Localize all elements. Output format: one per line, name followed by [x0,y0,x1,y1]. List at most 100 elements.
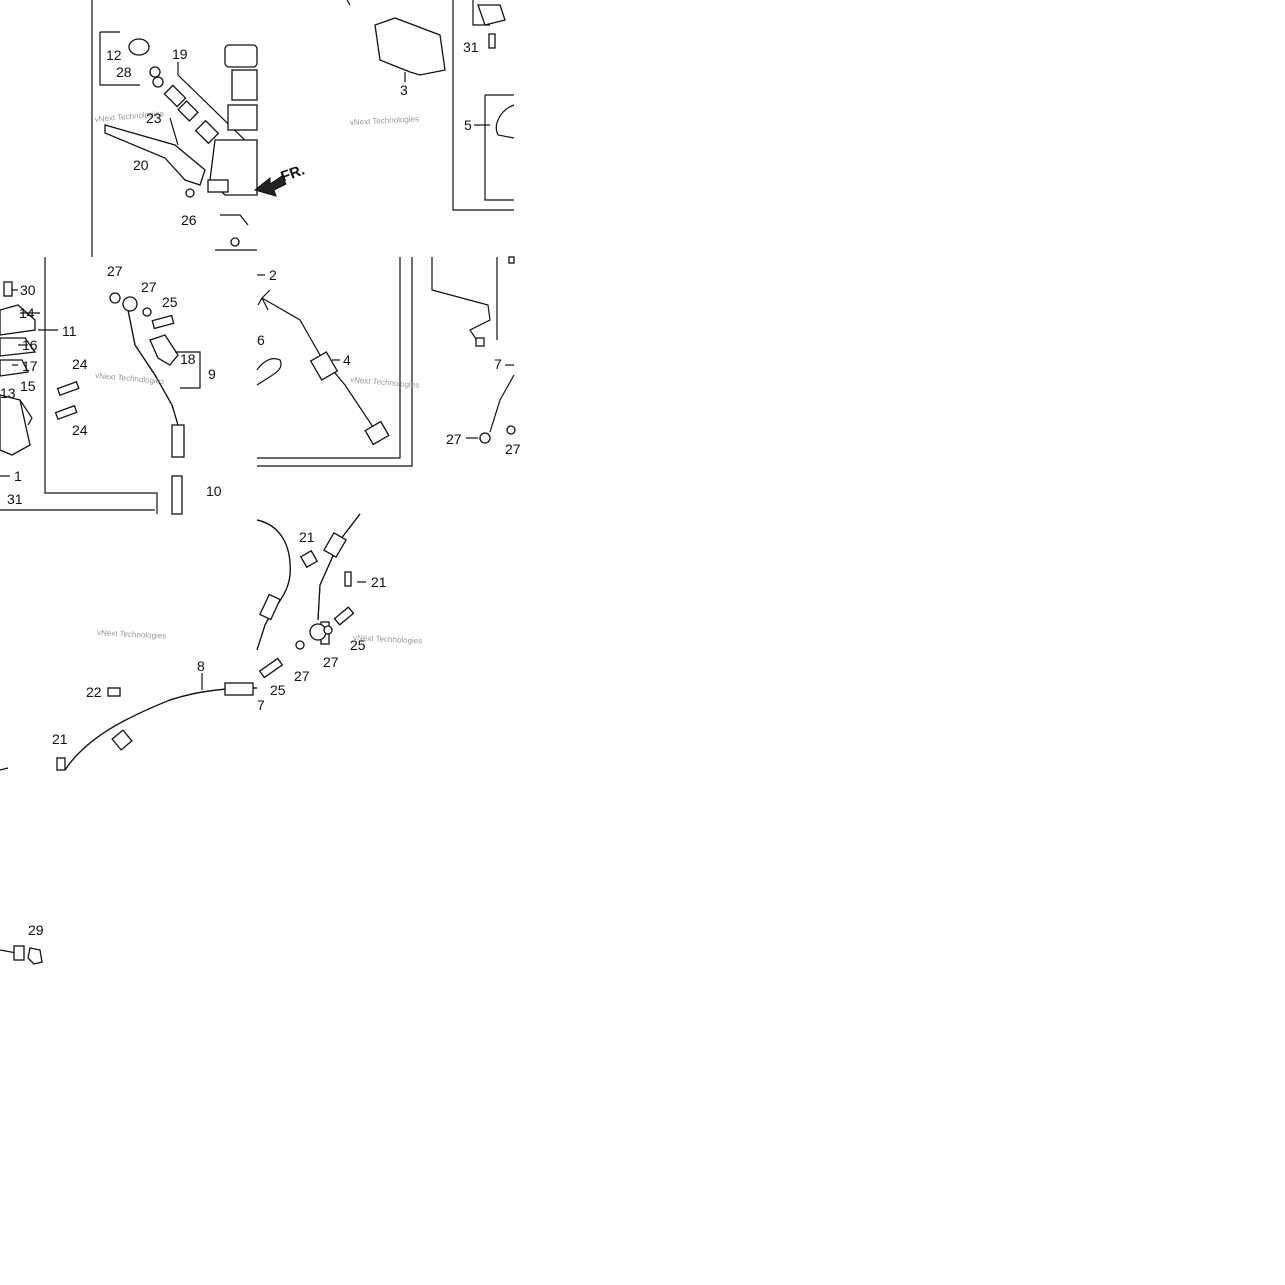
callout-1: 1 [14,468,22,484]
callout-8: 8 [197,658,205,674]
callout-4: 4 [343,352,351,368]
callout-labels: 12 28 19 23 20 26 3 31 5 27 27 25 18 9 3… [0,39,521,938]
direction-label: FR. [279,162,308,186]
brake-pad [0,337,37,357]
callout-15: 15 [20,378,36,394]
bolt-21c [344,571,352,587]
tile-switch [256,256,516,467]
switch-boot [309,351,339,381]
pipe-nut [475,337,485,347]
cup [177,100,199,122]
washer-lower [142,307,152,317]
reservoir-cap [224,44,258,68]
callout-19: 19 [172,46,188,62]
callout-27-d: 27 [505,441,521,457]
callout-5: 5 [464,117,472,133]
reservoir-body [231,69,258,101]
hose-eyelet [122,296,138,312]
bolt-21b [299,549,319,569]
caliper-bolt-2 [54,404,78,421]
bracket [477,4,506,26]
watermark-6: vNext Technologies [353,633,423,646]
callout-25-c: 25 [270,682,286,698]
callout-10: 10 [206,483,222,499]
diaphragm [227,104,258,131]
tile-lower-hose [0,673,258,771]
brake-pipe-fitting [171,475,183,515]
hose-joint-1 [111,729,133,751]
callout-18: 18 [180,351,196,367]
stop-switch [364,420,390,446]
callout-27-c: 27 [446,431,462,447]
pad-shim [0,359,29,377]
hose-eyelet-2 [309,623,327,641]
callout-25-b: 25 [350,637,366,653]
washer-27d [323,625,333,635]
caliper-body [0,394,31,456]
callout-29: 29 [28,922,44,938]
tile-caliper [0,257,201,515]
clip [107,687,121,697]
callout-31-top: 31 [463,39,479,55]
small-bolt [230,237,240,247]
clamp-29 [27,947,43,965]
callout-21-c: 21 [371,574,387,590]
callout-9: 9 [208,366,216,382]
tile-reservoir [346,0,515,211]
callout-27-e: 27 [294,668,310,684]
callout-27-a: 27 [107,263,123,279]
callout-30: 30 [20,282,36,298]
oil-bolt-3 [258,657,284,679]
tile-hoses [256,513,366,679]
caliper-bolt-1 [56,380,80,397]
callout-21-a: 21 [52,731,68,747]
piston [163,84,187,108]
callout-7-bottom: 7 [257,697,265,713]
callout-25-a: 25 [162,294,178,310]
circlip [149,66,161,78]
callout-31-bottom: 31 [7,491,23,507]
hose-fitting [171,424,185,458]
callout-28: 28 [116,64,132,80]
oil-bolt-2 [333,606,355,626]
hose-end [13,945,25,961]
callout-2: 2 [269,267,277,283]
tile-master-cylinder: FR. [91,0,308,257]
tile-fitting [0,945,43,965]
callout-17: 17 [22,358,38,374]
lever-nut [185,188,195,198]
oil-bolt [151,314,175,330]
callout-13: 13 [0,385,16,401]
bolt [488,33,496,49]
watermark-2: vNext Technologies [350,114,420,127]
callout-24-b: 24 [72,422,88,438]
hose-clamp [149,334,179,366]
callout-12: 12 [106,47,122,63]
bleed-screw [3,281,13,297]
callout-6: 6 [257,332,265,348]
callout-3: 3 [400,82,408,98]
callout-24-a: 24 [72,356,88,372]
callout-23: 23 [146,110,162,126]
pipe-clip [508,256,515,264]
callout-7-top: 7 [494,356,502,372]
washer-27c [295,640,305,650]
reservoir-tank [374,17,446,76]
watermark-4: vNext Technologies [350,375,420,390]
boot [128,38,150,56]
lever-bracket [207,179,229,193]
callout-20: 20 [133,157,149,173]
callout-14: 14 [19,305,35,321]
bolt-21 [56,757,66,771]
hose-joint-2 [224,682,254,696]
washer [152,76,164,88]
callout-27-b: 27 [141,279,157,295]
spring [194,119,220,145]
washer-hose-2 [506,425,516,435]
hose-joint-3 [259,593,281,621]
washer-upper [109,292,121,304]
callout-16: 16 [22,337,38,353]
callout-27-f: 27 [323,654,339,670]
hose-joint-4 [323,531,347,559]
